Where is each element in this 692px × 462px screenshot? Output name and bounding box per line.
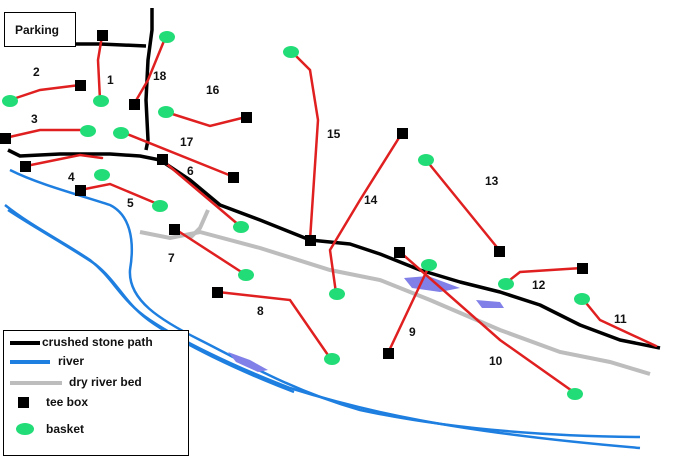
tee-box — [394, 247, 405, 258]
fairways — [3, 34, 658, 395]
basket — [421, 259, 437, 271]
legend-item-basket: basket — [4, 420, 188, 438]
legend-label: crushed stone path — [42, 335, 153, 349]
parking-box: Parking — [4, 12, 76, 47]
hole-number: 8 — [257, 304, 264, 318]
hole-number: 5 — [127, 196, 134, 210]
legend-item-river: river — [4, 352, 188, 370]
basket — [498, 278, 514, 290]
legend-label: tee box — [46, 395, 89, 409]
parking-label: Parking — [15, 23, 60, 37]
hole-number: 18 — [153, 69, 167, 83]
hole-number: 7 — [168, 251, 175, 265]
basket — [152, 200, 168, 212]
legend-label: basket — [46, 422, 85, 436]
basket — [233, 221, 249, 233]
tee-box — [212, 287, 223, 298]
hole-number: 10 — [489, 354, 503, 368]
hole-number: 15 — [327, 127, 341, 141]
river-swatch — [10, 360, 50, 364]
map-legend: crushed stone path river dry river bed t… — [3, 330, 189, 456]
river-pond — [228, 352, 268, 372]
dry-river-bed-swatch — [10, 381, 62, 385]
hole-number: 6 — [187, 164, 194, 178]
basket — [2, 95, 18, 107]
basket — [93, 95, 109, 107]
basket — [418, 154, 434, 166]
pond-right — [476, 300, 504, 308]
legend-item-tee-box: tee box — [4, 393, 188, 411]
basket — [159, 31, 175, 43]
basket — [324, 353, 340, 365]
hole-number: 2 — [33, 65, 40, 79]
hole-number: 11 — [614, 312, 627, 326]
tee-box — [494, 246, 505, 257]
legend-item-dry-river-bed: dry river bed — [4, 373, 188, 391]
basket — [567, 388, 583, 400]
basket — [329, 288, 345, 300]
legend-label: dry river bed — [69, 375, 142, 389]
hole-number: 16 — [206, 83, 220, 97]
hole-number: 17 — [180, 135, 194, 149]
hole-number: 4 — [68, 170, 75, 184]
tee-box — [75, 80, 86, 91]
baskets — [2, 31, 590, 400]
hole-number: 13 — [485, 174, 499, 188]
basket — [80, 125, 96, 137]
tee-box — [577, 263, 588, 274]
dry-river-bed — [139, 229, 651, 376]
tee-boxes — [0, 30, 588, 359]
tee-box-swatch — [18, 397, 29, 408]
tee-box — [157, 154, 168, 165]
tee-box — [397, 128, 408, 139]
tee-box — [228, 172, 239, 183]
basket — [574, 293, 590, 305]
hole-numbers: 1 2 3 4 5 6 7 8 9 10 11 12 13 14 15 16 1… — [31, 65, 627, 368]
path-swatch — [10, 341, 40, 345]
tee-box — [305, 235, 316, 246]
legend-label: river — [58, 354, 85, 368]
tee-box — [383, 348, 394, 359]
tee-box — [241, 112, 252, 123]
hole-number: 12 — [532, 278, 546, 292]
tee-box — [0, 133, 11, 144]
hole-number: 1 — [107, 73, 114, 87]
tee-box — [129, 99, 140, 110]
basket-swatch — [16, 423, 34, 435]
basket — [158, 106, 174, 118]
dry-river-bed-branch — [188, 209, 210, 240]
basket — [113, 127, 129, 139]
hole-number: 9 — [409, 325, 416, 339]
basket — [283, 46, 299, 58]
basket — [94, 169, 110, 181]
tee-box — [97, 30, 108, 41]
hole-number: 14 — [364, 193, 378, 207]
legend-item-path: crushed stone path — [4, 333, 188, 351]
tee-box — [169, 224, 180, 235]
tee-box — [75, 185, 86, 196]
tee-box — [20, 161, 31, 172]
hole-number: 3 — [31, 112, 38, 126]
basket — [238, 269, 254, 281]
